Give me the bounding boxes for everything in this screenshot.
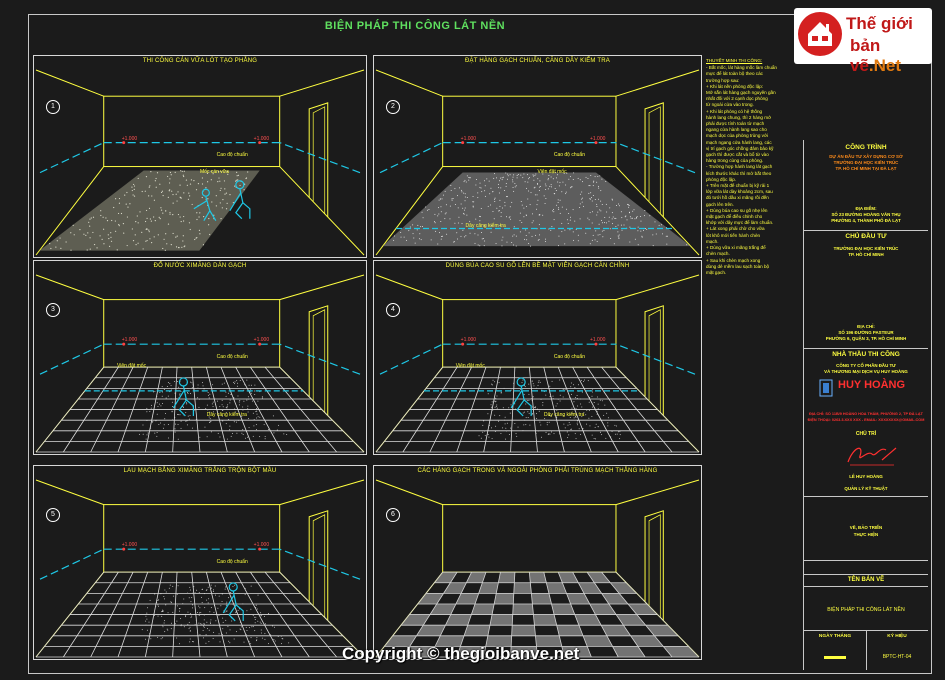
panel-title: LAU MẠCH BẰNG XIMĂNG TRẮNG TRỘN BỘT MẦU (34, 468, 366, 474)
tb-date-value (824, 656, 846, 659)
room-perspective (34, 56, 366, 257)
tb-person-1: LÊ HUY HOÀNG (804, 474, 928, 480)
panel-title: THI CÔNG CÁN VỮA LÓT TẠO PHẲNG (34, 58, 366, 64)
room-perspective (374, 56, 701, 257)
company-logo: HUY HOÀNG (818, 378, 918, 398)
tb-sheet-name: BIỆN PHÁP THI CÔNG LÁT NỀN (804, 608, 928, 614)
annotation-label: Cao độ chuẩn (217, 354, 248, 360)
tb-code-heading: KÝ HIỆU (866, 634, 928, 639)
tb-contractor-heading: NHÀ THẦU THI CÔNG (804, 351, 928, 358)
annotation-label: Dây căng kiểm tra (207, 412, 247, 418)
tb-owner-2: TP. HỒ CHÍ MINH (804, 252, 928, 258)
annotation-label: Mốc cán vữa (200, 169, 229, 175)
tb-site-3: PHƯỜNG 4, THÀNH PHỐ ĐÀ LẠT (804, 218, 928, 224)
panel-title: CÁC HÀNG GẠCH TRONG VÀ NGOÀI PHÒNG PHẢI … (374, 468, 701, 474)
tb-owner-heading: CHỦ ĐẦU TƯ (804, 233, 928, 240)
panel-title: DÙNG BÚA CAO SU GÕ LÊN BỀ MẶT VIÊN GẠCH … (374, 263, 701, 269)
level-mark: +1.000 (254, 542, 269, 548)
step-panel-4: Cao độ chuẩnViên đặt mốcDây căng kiểm tr… (373, 260, 702, 455)
tb-code-value: BPTC-HT-04 (866, 654, 928, 660)
tb-contractor-2: VÀ THƯƠNG MẠI DỊCH VỤ HUY HOÀNG (804, 369, 928, 375)
tb-sheet-name-heading: TÊN BẢN VẼ (804, 577, 928, 583)
notes-title: THUYẾT MINH THI CÔNG: (706, 58, 800, 64)
annotation-label: Cao độ chuẩn (217, 559, 248, 565)
copyright-watermark: Copyright © thegioibanve.net (342, 644, 579, 664)
panel-title: ĐẶT HÀNG GẠCH CHUẨN, CĂNG DÂY KIỂM TRA (374, 58, 701, 64)
annotation-label: Dây căng kiểm tra (544, 412, 584, 418)
step-panel-3: Cao độ chuẩnViên đặt mốcDây căng kiểm tr… (33, 260, 367, 455)
company-logo-text: HUY HOÀNG (838, 379, 905, 391)
level-mark: +1.000 (122, 542, 137, 548)
tb-project-2: TRƯỜNG ĐẠI HỌC KIẾN TRÚC (804, 160, 928, 166)
logo-text-2: bản vẽ.Net (850, 36, 932, 76)
level-mark: +1.000 (122, 136, 137, 142)
annotation-label: Viên đặt mốc (538, 169, 567, 175)
room-perspective (374, 261, 701, 454)
tb-site-1: ĐỊA ĐIỂM: (804, 206, 928, 212)
step-panel-6: CÁC HÀNG GẠCH TRONG VÀ NGOÀI PHÒNG PHẢI … (373, 465, 702, 660)
tb-addr-1: ĐỊA CHỈ: (804, 324, 928, 330)
annotation-label: Viên đặt mốc (117, 363, 146, 369)
step-panel-2: Cao độ chuẩnViên đặt mốcDây căng kiểm tr… (373, 55, 702, 258)
tb-contractor-addr-1: ĐỊA CHỈ: SỐ 11B/9 HOÀNG HOA THÁM, PHƯỜNG… (804, 412, 928, 418)
title-block: CÔNG TRÌNH DỰ ÁN ĐẦU TƯ XÂY DỰNG CƠ SỞ T… (803, 140, 928, 670)
tb-project-3: TP. HỒ CHÍ MINH TẠI ĐÀ LẠT (804, 166, 928, 172)
level-mark: +1.000 (254, 136, 269, 142)
room-perspective (374, 466, 701, 659)
site-logo: Thế giới bản vẽ.Net (794, 8, 932, 64)
signature-icon (842, 440, 902, 468)
panel-title: ĐỔ NƯỚC XIMĂNG DÁN GẠCH (34, 263, 366, 269)
annotation-label: Cao độ chuẩn (554, 354, 585, 360)
level-mark: +1.000 (461, 136, 476, 142)
tb-person-1-role: QUẢN LÝ KỸ THUẬT (804, 486, 928, 492)
tb-lead-heading: CHỦ TRÌ (804, 432, 928, 438)
level-mark: +1.000 (590, 337, 605, 343)
annotation-label: Dây căng kiểm tra (466, 223, 506, 229)
annotation-label: Viên đặt mốc (456, 363, 485, 369)
annotation-label: Cao độ chuẩn (217, 152, 248, 158)
tb-addr-2: SỐ 196 ĐƯỜNG PASTEUR (804, 330, 928, 336)
house-icon (798, 12, 842, 56)
tb-date-heading: NGÀY THÁNG (804, 634, 866, 639)
note-line: mặt gạch. (706, 270, 800, 276)
drawing-title: BIỆN PHÁP THI CÔNG LÁT NỀN (270, 20, 560, 32)
construction-notes: THUYẾT MINH THI CÔNG: - Bắt mốc, lát hàn… (706, 58, 800, 276)
room-perspective (34, 466, 366, 659)
level-mark: +1.000 (461, 337, 476, 343)
tb-site-2: SỐ 23 ĐƯỜNG HOÀNG VĂN THỤ (804, 212, 928, 218)
tb-contractor-addr-2: ĐIỆN THOẠI: 0263.3.XXX XXX - EMAIL: XXXX… (804, 418, 928, 424)
tb-project-1: DỰ ÁN ĐẦU TƯ XÂY DỰNG CƠ SỞ (804, 154, 928, 160)
step-panel-1: Cao độ chuẩnMốc cán vữa +1.000 +1.000 THI C… (33, 55, 367, 258)
level-mark: +1.000 (254, 337, 269, 343)
tb-drawn-value: THỰC HIỆN (804, 532, 928, 538)
tb-owner-1: TRƯỜNG ĐẠI HỌC KIẾN TRÚC (804, 246, 928, 252)
tb-project-heading: CÔNG TRÌNH (804, 144, 928, 151)
level-mark: +1.000 (122, 337, 137, 343)
tb-drawn-heading: VẼ, BẢO TRIỂN (804, 525, 928, 531)
level-mark: +1.000 (590, 136, 605, 142)
logo-text-1: Thế giới (846, 14, 913, 34)
room-perspective (34, 261, 366, 454)
step-panel-5: Cao độ chuẩn +1.000 +1.000 LAU MẠCH BẰNG XI… (33, 465, 367, 660)
annotation-label: Cao độ chuẩn (554, 152, 585, 158)
tb-contractor-1: CÔNG TY CỔ PHẦN ĐẦU TƯ (804, 363, 928, 369)
tb-addr-3: PHƯỜNG 6, QUẬN 3, TP. HỒ CHÍ MINH (804, 336, 928, 342)
